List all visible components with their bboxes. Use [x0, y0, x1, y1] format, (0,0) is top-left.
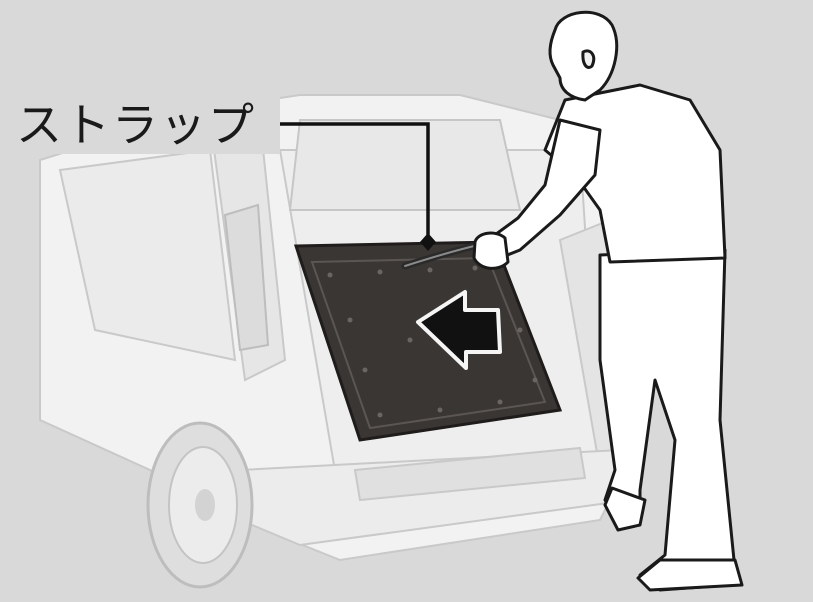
rear-wheel	[146, 421, 254, 589]
callout-label-box: ストラップ	[12, 96, 280, 154]
person-figure	[472, 10, 744, 592]
arrow-left-icon	[416, 290, 502, 370]
callout-leader-line	[280, 122, 436, 251]
strap-callout-label: ストラップ	[16, 98, 256, 152]
